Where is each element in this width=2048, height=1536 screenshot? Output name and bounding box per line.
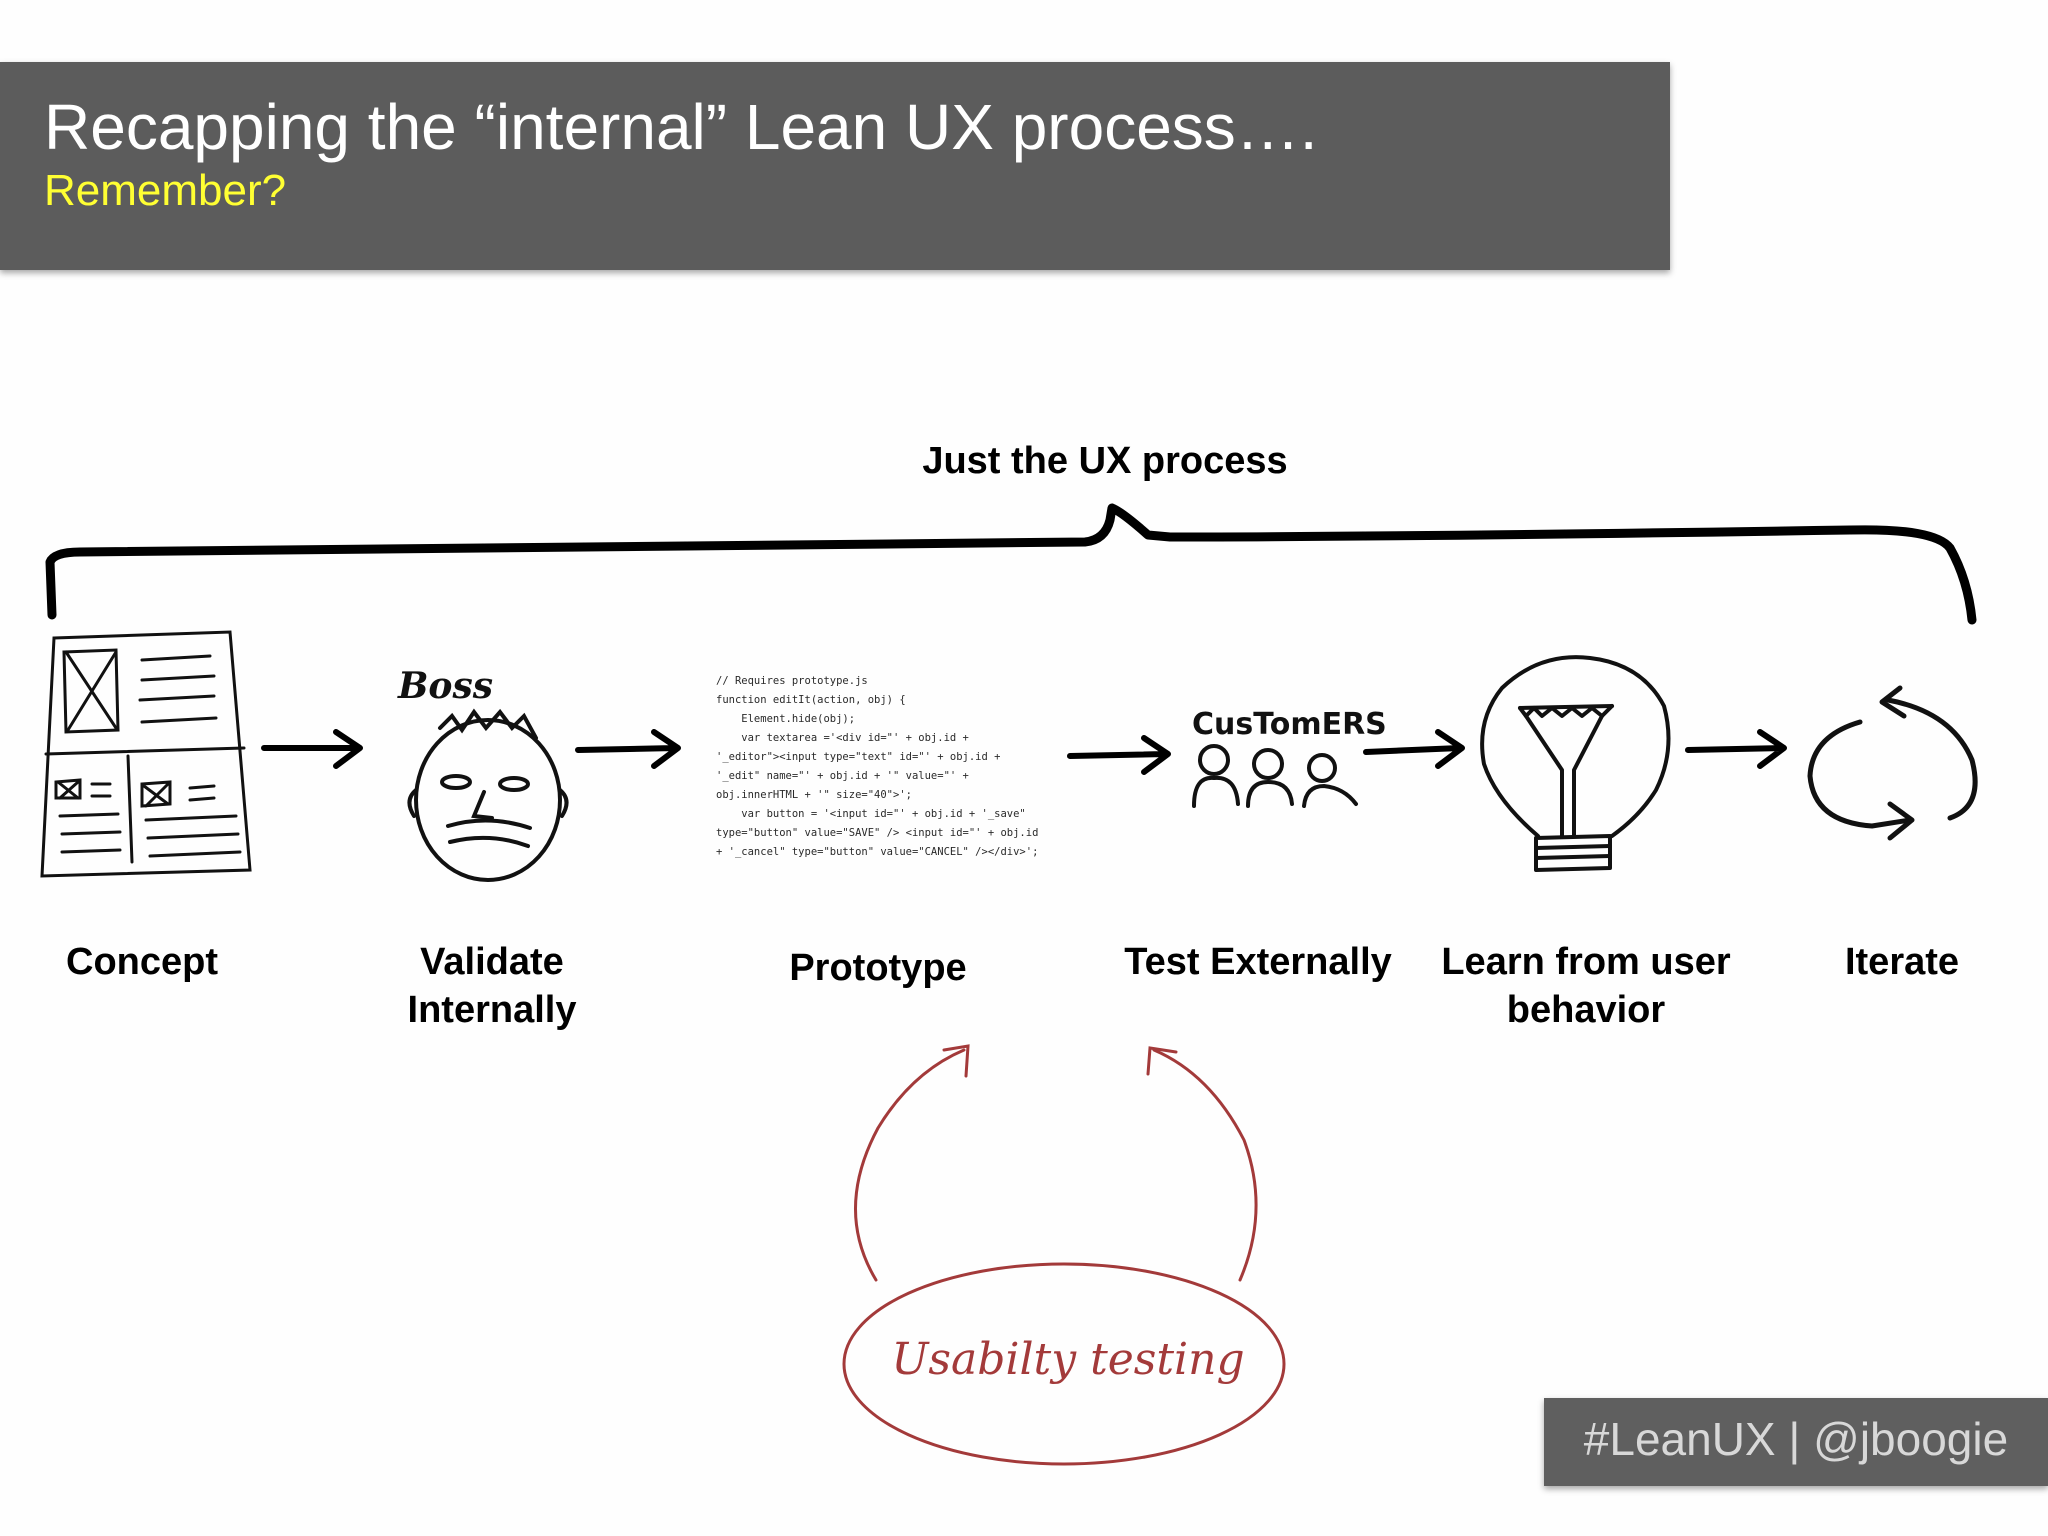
lightbulb-icon — [1480, 655, 1671, 872]
arrow-icon — [261, 729, 363, 769]
title-bar: Recapping the “internal” Lean UX process… — [0, 62, 1670, 270]
usability-arrow-right — [1146, 1046, 1258, 1282]
wireframe-sketch-icon — [40, 630, 252, 878]
step-label-prototype: Prototype — [789, 947, 967, 989]
customers-annotation: CusTomERS — [1192, 707, 1387, 742]
bracket-label: Just the UX process — [922, 440, 1288, 482]
arrow-icon — [1363, 729, 1465, 769]
cycle-arrows-icon — [1807, 685, 1978, 841]
prototype-code-snippet: // Requires prototype.js function editIt… — [716, 675, 1039, 858]
step-label-concept: Concept — [66, 941, 218, 983]
curly-bracket — [45, 503, 1977, 625]
footer-bar: #LeanUX | @jboogie — [1544, 1398, 2048, 1486]
arrow-icon — [1685, 729, 1787, 769]
step-label-test: Test Externally — [1124, 941, 1392, 983]
boss-annotation: Boss — [397, 665, 493, 707]
footer-hashtag: #LeanUX | @jboogie — [1583, 1413, 2009, 1465]
slide-title: Recapping the “internal” Lean UX process… — [44, 91, 1318, 163]
boss-face-icon — [407, 708, 569, 882]
customers-icon — [1192, 744, 1358, 808]
arrow-icon — [1067, 735, 1171, 775]
step-label-iterate: Iterate — [1844, 941, 1960, 983]
arrow-icon — [575, 729, 681, 769]
step-label-learn: Learn from user behavior — [1441, 941, 1731, 1031]
usability-ellipse — [842, 1262, 1286, 1466]
usability-arrow-left — [854, 1044, 970, 1282]
slide-subtitle: Remember? — [44, 166, 287, 215]
usability-label: Usabilty testing — [891, 1334, 1244, 1385]
step-label-validate: Validate Internally — [407, 941, 577, 1031]
